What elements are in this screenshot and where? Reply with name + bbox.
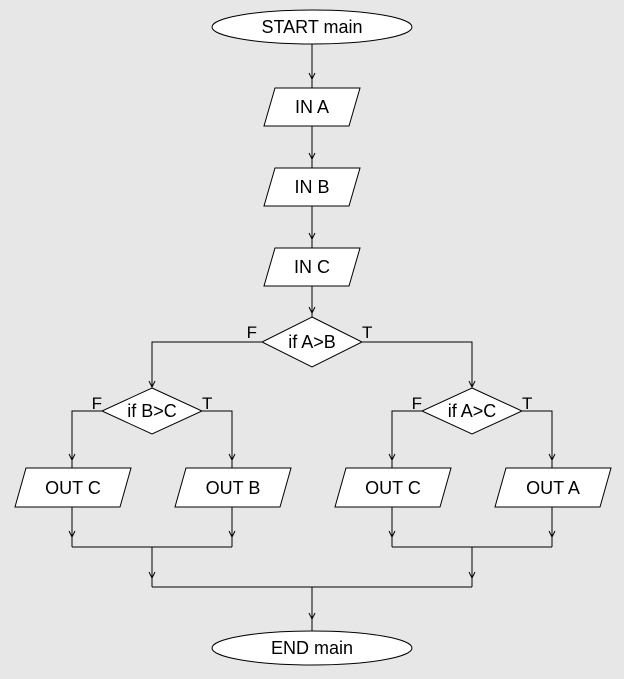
node-cond-ac: if A>C F T xyxy=(412,387,532,435)
input-shape xyxy=(263,167,361,207)
edge-cond-ab-true xyxy=(362,341,473,388)
node-cond-bc: if B>C F T xyxy=(92,387,212,435)
arrowheads xyxy=(68,72,556,621)
in-b-label: IN B xyxy=(294,177,329,197)
node-start: START main xyxy=(211,9,413,45)
arrow-icon xyxy=(548,453,556,462)
out-c-right-label: OUT C xyxy=(365,478,421,498)
arrow-icon xyxy=(308,306,316,315)
node-out-c-left: OUT C xyxy=(14,467,132,508)
arrow-icon xyxy=(308,72,316,81)
out-c-left-label: OUT C xyxy=(45,478,101,498)
node-in-c: IN C xyxy=(263,247,361,287)
out-a-label: OUT A xyxy=(526,478,580,498)
arrow-icon xyxy=(308,612,316,621)
decision-shape xyxy=(420,387,524,435)
arrow-icon xyxy=(388,530,396,539)
terminal-shape xyxy=(211,630,413,666)
arrow-icon xyxy=(148,380,156,389)
arrow-icon xyxy=(228,530,236,539)
arrow-icon xyxy=(548,530,556,539)
output-shape xyxy=(14,467,132,508)
arrow-icon xyxy=(308,152,316,161)
output-shape xyxy=(334,467,452,508)
decision-shape xyxy=(100,387,204,435)
arrow-icon xyxy=(68,530,76,539)
cond-bc-false-label: F xyxy=(92,394,102,413)
input-shape xyxy=(263,247,361,287)
edge-cond-ac-true xyxy=(522,410,553,468)
arrow-icon xyxy=(148,571,156,580)
start-label: START main xyxy=(261,17,362,37)
out-b-label: OUT B xyxy=(206,478,261,498)
arrow-icon xyxy=(308,232,316,241)
input-shape xyxy=(263,87,361,127)
node-cond-ab: if A>B F T xyxy=(247,316,372,368)
edge-cond-bc-false xyxy=(71,410,102,468)
arrow-icon xyxy=(228,453,236,462)
arrow-icon xyxy=(468,571,476,580)
edge-cond-ab-false xyxy=(151,341,262,388)
arrow-icon xyxy=(388,453,396,462)
in-a-label: IN A xyxy=(295,97,329,117)
terminal-shape xyxy=(211,9,413,45)
edge-cond-bc-true xyxy=(202,410,233,468)
cond-ab-true-label: T xyxy=(362,323,372,342)
decision-shape xyxy=(260,316,364,368)
cond-ac-label: if A>C xyxy=(448,401,497,421)
node-in-b: IN B xyxy=(263,167,361,207)
cond-ab-false-label: F xyxy=(247,323,257,342)
cond-ac-true-label: T xyxy=(522,394,532,413)
node-out-a: OUT A xyxy=(494,467,612,508)
node-out-b: OUT B xyxy=(174,467,292,508)
edge-cond-ac-false xyxy=(391,410,422,468)
cond-bc-true-label: T xyxy=(202,394,212,413)
cond-ac-false-label: F xyxy=(412,394,422,413)
connectors xyxy=(71,44,553,631)
cond-ab-label: if A>B xyxy=(288,332,336,352)
node-in-a: IN A xyxy=(263,87,361,127)
in-c-label: IN C xyxy=(294,257,330,277)
cond-bc-label: if B>C xyxy=(127,401,177,421)
output-shape xyxy=(494,467,612,508)
node-out-c-right: OUT C xyxy=(334,467,452,508)
arrow-icon xyxy=(468,380,476,389)
end-label: END main xyxy=(271,638,353,658)
node-end: END main xyxy=(211,630,413,666)
output-shape xyxy=(174,467,292,508)
arrow-icon xyxy=(68,453,76,462)
